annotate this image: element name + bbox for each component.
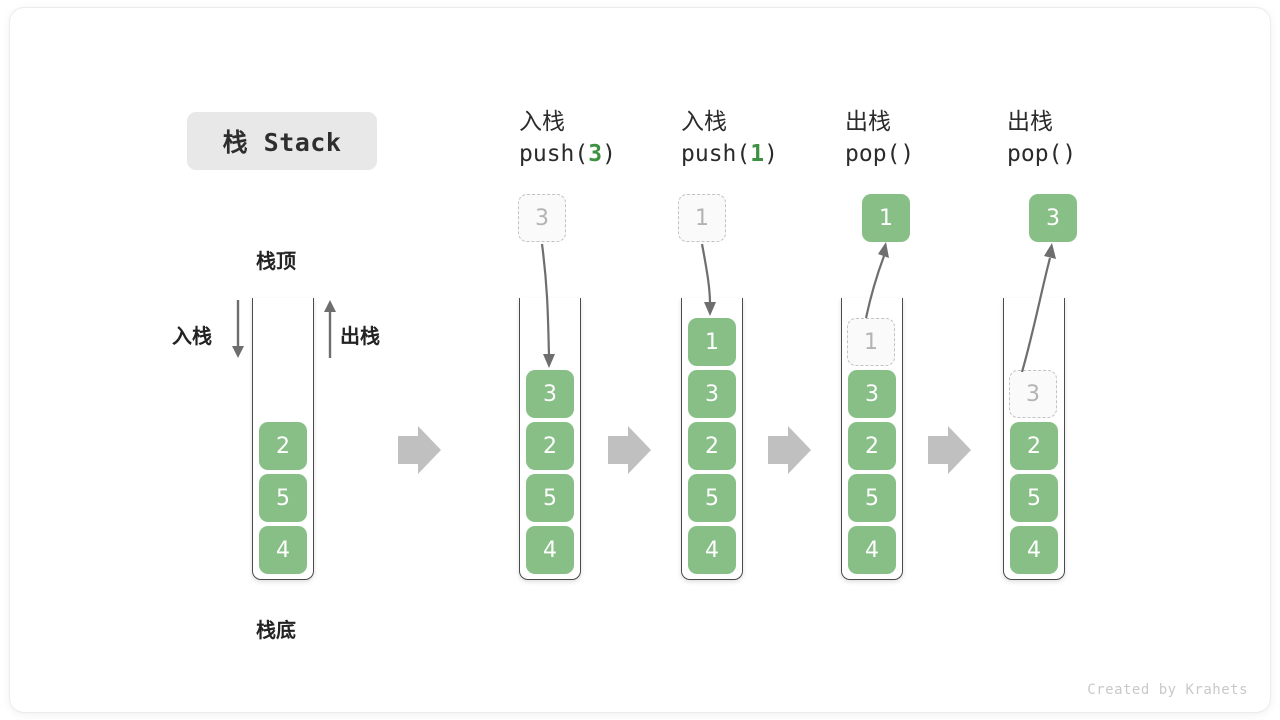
op-arg: 3 [588, 141, 603, 167]
column-header-push-1: 入栈 push(1) [681, 107, 861, 171]
column-header-push-3: 入栈 push(3) [519, 107, 699, 171]
stack-cell: 3 [848, 370, 896, 418]
op-prefix: push( [519, 141, 589, 167]
column-header-cn-pop-3: 出栈 [1007, 109, 1053, 135]
column-header-pop-1: 出栈 pop() [845, 107, 1025, 171]
stack-cell: 2 [848, 422, 896, 470]
stack-cell: 5 [1010, 474, 1058, 522]
op-prefix: push( [681, 141, 751, 167]
stack-cell: 4 [526, 526, 574, 574]
op-suffix: ) [764, 141, 778, 167]
column-header-cn-pop-1: 出栈 [845, 109, 891, 135]
stack-cell: 4 [1010, 526, 1058, 574]
column-header-op-pop-3: pop() [1007, 137, 1187, 171]
stack-cell: 5 [259, 474, 307, 522]
label-stack-bottom: 栈底 [256, 618, 296, 642]
ghost-cell-pop-1: 1 [847, 318, 895, 366]
op-prefix: pop( [845, 141, 901, 167]
stack-cell: 5 [848, 474, 896, 522]
footer-credit: Created by Krahets [1087, 682, 1248, 698]
popped-cell-3: 3 [1029, 194, 1077, 242]
column-header-op-push-3: push(3) [519, 137, 699, 171]
stack-cell: 4 [259, 526, 307, 574]
ghost-cell-push-1: 1 [678, 194, 726, 242]
column-header-cn-push-1: 入栈 [681, 109, 727, 135]
column-header-op-pop-1: pop() [845, 137, 1025, 171]
stack-cell: 4 [848, 526, 896, 574]
op-prefix: pop( [1007, 141, 1063, 167]
label-pop-direction: 出栈 [340, 324, 380, 348]
column-header-op-push-1: push(1) [681, 137, 861, 171]
ghost-cell-pop-3: 3 [1009, 370, 1057, 418]
stack-cell: 5 [526, 474, 574, 522]
stack-cell: 4 [688, 526, 736, 574]
stack-cell: 3 [526, 370, 574, 418]
label-push-direction: 入栈 [172, 324, 212, 348]
diagram-title-badge: 栈 Stack [187, 112, 377, 170]
stack-cell: 5 [688, 474, 736, 522]
op-suffix: ) [1062, 141, 1077, 167]
stack-cell: 2 [259, 422, 307, 470]
stack-cell: 2 [688, 422, 736, 470]
stack-cell: 2 [526, 422, 574, 470]
op-suffix: ) [602, 141, 616, 167]
popped-cell-1: 1 [862, 194, 910, 242]
column-header-pop-3: 出栈 pop() [1007, 107, 1187, 171]
column-header-cn-push-3: 入栈 [519, 109, 565, 135]
label-stack-top: 栈顶 [256, 249, 296, 273]
op-arg: 1 [750, 141, 765, 167]
stack-cell: 1 [688, 318, 736, 366]
op-suffix: ) [900, 141, 915, 167]
ghost-cell-push-3: 3 [518, 194, 566, 242]
stack-cell: 3 [688, 370, 736, 418]
stack-cell: 2 [1010, 422, 1058, 470]
